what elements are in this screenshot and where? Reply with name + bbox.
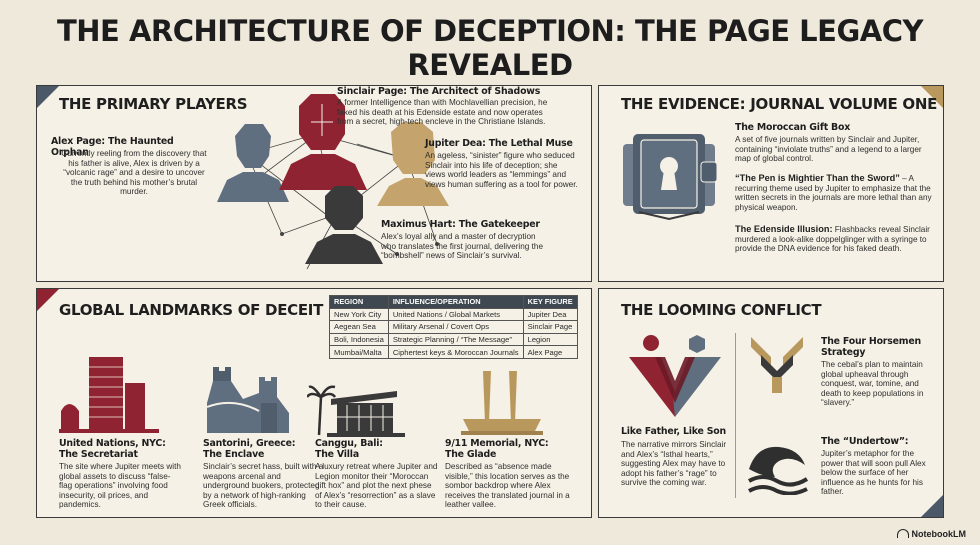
greek-enclave-icon: [206, 367, 289, 433]
father-son-desc: The narrative mirrors Sinclair and Alex’…: [621, 440, 727, 488]
place-santorini-desc: Sinclair’s secret hass, built with a wea…: [203, 462, 324, 510]
place-memorial-name: 9/11 Memorial, NYC:: [445, 438, 549, 449]
table-header-row: REGION INFLUENCE/OPERATION KEY FIGURE: [329, 295, 578, 309]
table-header: KEY FIGURE: [522, 295, 578, 309]
corner-decoration: [37, 86, 59, 108]
maximus-desc: Alex’s loyal ally and a master of decryp…: [381, 232, 544, 261]
place-memorial-desc: Described as “absence made visible,” thi…: [445, 462, 570, 510]
sinclair-desc: A former Intelligence than with Mochlave…: [337, 98, 548, 127]
table-cell: New York City: [329, 307, 389, 322]
undertow-wave-icon: [748, 446, 809, 495]
undertow-desc: Jupiter’s metaphor for the power that wi…: [821, 449, 926, 497]
table-cell: Military Arsenal / Covert Ops: [387, 320, 524, 334]
table-cell: Boli, Indonesia: [329, 332, 389, 347]
un-building-icon: [59, 357, 159, 433]
table-cell: Sinclair Page: [522, 320, 578, 334]
evidence-item-2-desc: – A recurring theme used by Jupiter to e…: [735, 174, 932, 212]
panel-landmarks: GLOBAL LANDMARKS OF DECEIT REGION INFLUE…: [36, 288, 592, 518]
panel-conflict: THE LOOMING CONFLICT Like Father, Like S…: [598, 288, 944, 518]
players-heading: THE PRIMARY PLAYERS: [59, 95, 248, 113]
table-cell: Alex Page: [522, 345, 578, 359]
evidence-item-3: The Edenside Illusion: Flashbacks reveal…: [735, 224, 935, 254]
table-cell: Ciphertest keys & Moroccan Journals: [387, 345, 524, 359]
memorial-icon: [461, 371, 543, 435]
alex-desc: Currently reeling from the discovery tha…: [61, 149, 207, 197]
player-portraits-icon: [217, 94, 449, 270]
place-bali-name: Canggu, Bali:: [315, 438, 383, 449]
table-header: INFLUENCE/OPERATION: [387, 295, 524, 309]
table-cell: Jupiter Dea: [522, 307, 578, 322]
panel-primary-players: THE PRIMARY PLAYERS: [36, 85, 592, 282]
evidence-heading: THE EVIDENCE: JOURNAL VOLUME ONE: [621, 95, 938, 113]
evidence-item-2-name: “The Pen is Mightier Than the Sword”: [735, 173, 900, 183]
landmarks-table: REGION INFLUENCE/OPERATION KEY FIGURE Ne…: [329, 295, 578, 359]
place-un-sub: The Secretariat: [59, 449, 138, 460]
place-un-desc: The site where Jupiter meets with global…: [59, 462, 181, 510]
undertow-name: The “Undertow”:: [821, 436, 909, 447]
evidence-item-3-name: The Edenside Illusion:: [735, 224, 833, 234]
evidence-item-2: “The Pen is Mightier Than the Sword” – A…: [735, 173, 935, 212]
jupiter-desc: An ageless, “sinister” figure who seduce…: [425, 151, 578, 189]
corner-decoration: [921, 495, 943, 517]
page-title: THE ARCHITECTURE OF DECEPTION: THE PAGE …: [56, 14, 924, 82]
journal-keyhole-icon: [623, 134, 718, 221]
horsemen-icon: [751, 337, 803, 393]
notebooklm-brand: NotebookLM: [896, 529, 967, 539]
landmarks-heading: GLOBAL LANDMARKS OF DECEIT: [59, 301, 324, 319]
place-santorini-sub: The Enclave: [203, 449, 265, 460]
place-santorini-name: Santorini, Greece:: [203, 438, 296, 449]
place-bali-sub: The Villa: [315, 449, 359, 460]
table-cell: Legion: [522, 332, 578, 347]
panel-evidence: THE EVIDENCE: JOURNAL VOLUME ONE The Mor…: [598, 85, 944, 282]
jupiter-name: Jupiter Dea: The Lethal Muse: [425, 138, 573, 149]
notebooklm-logo-icon: [896, 529, 909, 538]
corner-decoration: [37, 289, 59, 311]
place-memorial-sub: The Glade: [445, 449, 497, 460]
table-cell: Mumbai/Malta: [329, 345, 389, 359]
table-cell: Strategic Planning / “The Message”: [387, 332, 524, 347]
father-son-icon: [629, 335, 721, 417]
table-cell: Aegean Sea: [329, 320, 389, 334]
evidence-item-1-desc: A set of five journals written by Sincla…: [735, 135, 922, 164]
alex-name: Alex Page: The Haunted Orphan: [51, 136, 174, 158]
column-divider: [735, 333, 736, 498]
horsemen-name: The Four Horsemen Strategy: [821, 336, 921, 358]
conflict-heading: THE LOOMING CONFLICT: [621, 301, 822, 319]
evidence-item-1-name: The Moroccan Gift Box: [735, 122, 851, 133]
table-cell: United Nations / Global Markets: [387, 307, 524, 322]
brand-label: NotebookLM: [911, 529, 967, 539]
bali-villa-icon: [307, 385, 405, 437]
father-son-name: Like Father, Like Son: [621, 426, 727, 437]
place-un-name: United Nations, NYC:: [59, 438, 166, 449]
horsemen-desc: The cebal’s plan to maintain global uphe…: [821, 360, 924, 408]
table-header: REGION: [329, 295, 389, 309]
sinclair-name: Sinclair Page: The Architect of Shadows: [337, 86, 541, 97]
evidence-item-3-desc: Flashbacks reveal Sinclair murdered a lo…: [735, 225, 930, 254]
maximus-name: Maximus Hart: The Gatekeeper: [381, 219, 540, 230]
place-bali-desc: A luxury retreat where Jupiter and Legio…: [315, 462, 438, 510]
corner-decoration: [921, 86, 943, 108]
